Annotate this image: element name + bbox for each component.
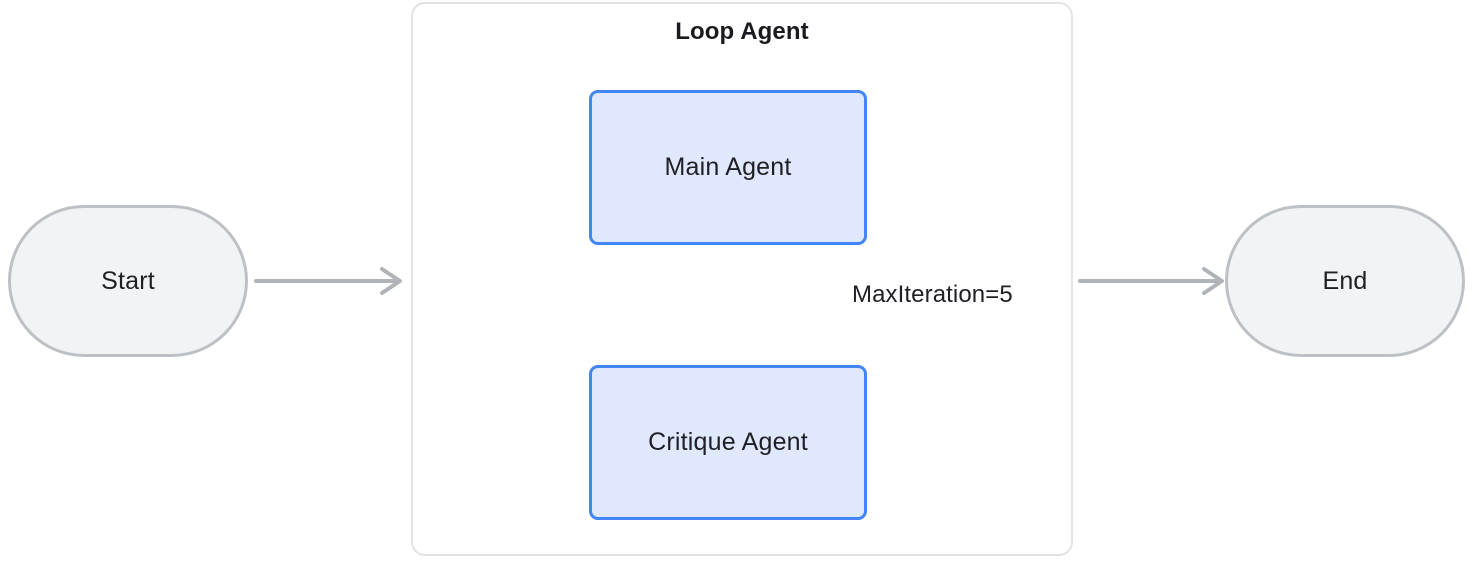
node-start[interactable]: Start [8, 205, 248, 357]
edge-loop-to-end [1078, 267, 1224, 295]
node-main-agent-label: Main Agent [664, 153, 792, 181]
node-critique-agent-label: Critique Agent [648, 428, 808, 456]
node-end[interactable]: End [1225, 205, 1465, 357]
edge-label-max-iteration: MaxIteration=5 [846, 278, 1019, 312]
arrowhead-right-icon [380, 267, 402, 295]
node-end-label: End [1322, 266, 1368, 295]
node-start-label: Start [101, 266, 155, 295]
loop-agent-title: Loop Agent [675, 18, 809, 45]
arrowhead-right-icon [1202, 267, 1224, 295]
edge-start-to-loop [254, 267, 402, 295]
node-main-agent[interactable]: Main Agent [589, 90, 867, 245]
node-critique-agent[interactable]: Critique Agent [589, 365, 867, 520]
